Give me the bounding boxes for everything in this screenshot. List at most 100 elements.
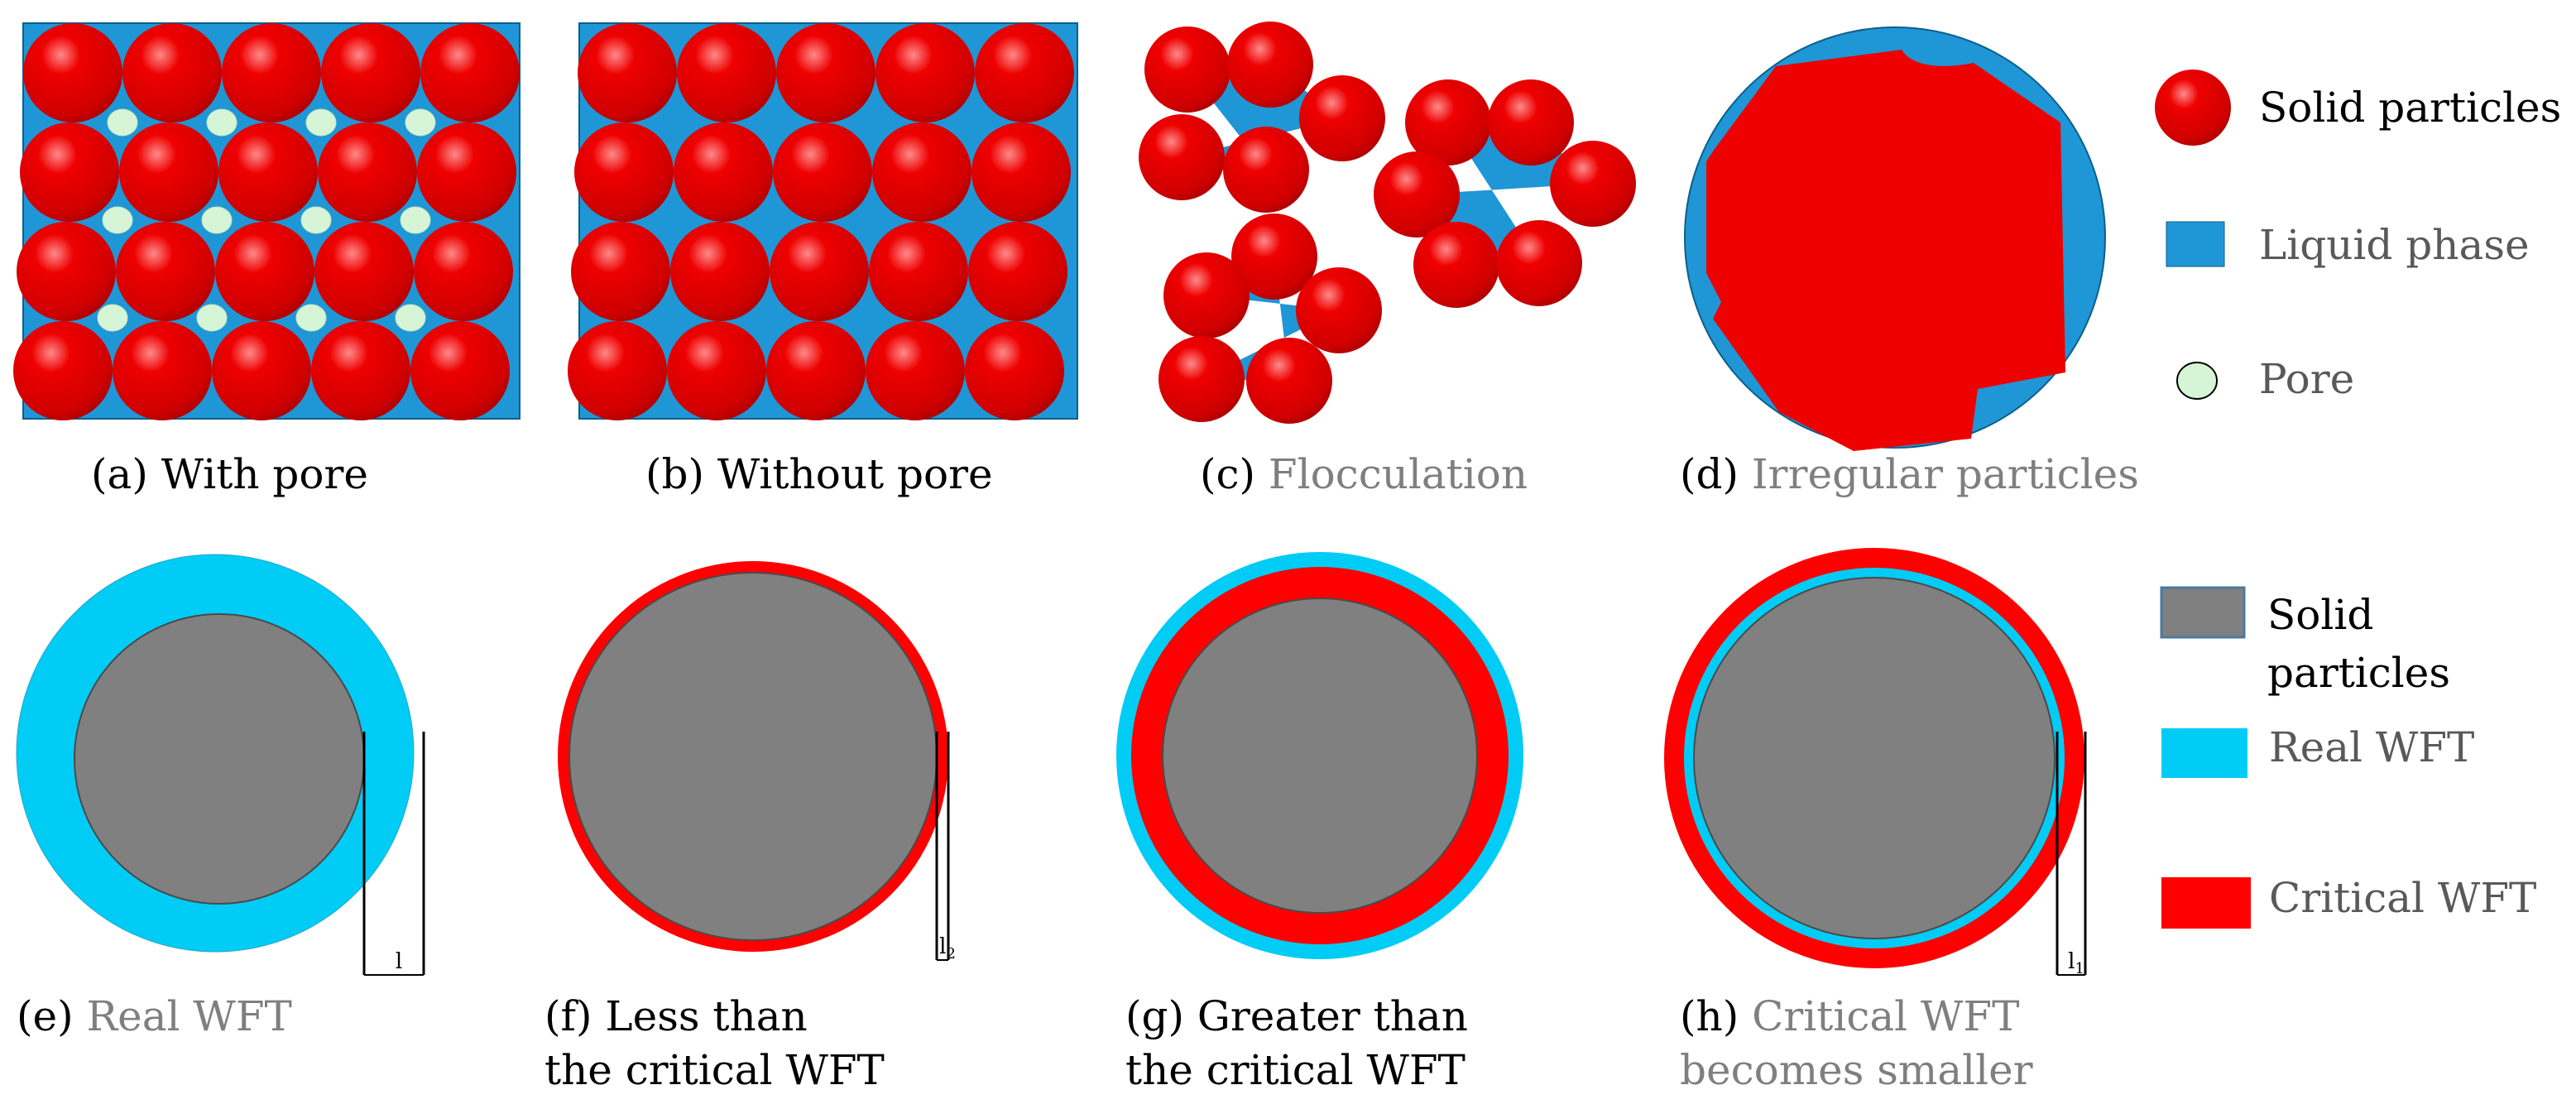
solid-particle-a xyxy=(222,23,321,122)
floc-particle xyxy=(1227,22,1313,108)
floc-particle xyxy=(1296,267,1382,353)
legend-label: Solid xyxy=(2267,591,2373,639)
solid-particle-b xyxy=(975,23,1074,122)
thickness-symbol: l xyxy=(2068,949,2075,974)
panel-caption: Real WFT xyxy=(87,992,292,1040)
solid-particle-b xyxy=(965,321,1064,420)
panel-caption-line2: the critical WFT xyxy=(544,1046,885,1094)
solid-particle-b xyxy=(674,122,773,222)
thickness-label: l1 xyxy=(2068,949,2084,977)
thickness-symbol: l xyxy=(396,949,402,974)
legend-label: Solid particles xyxy=(2259,84,2561,132)
legend-label: Critical WFT xyxy=(2269,874,2536,922)
solid-particle-a xyxy=(20,122,119,222)
legend-item: Real WFT xyxy=(2269,723,2474,771)
solid-particle-b xyxy=(869,222,968,321)
caption-d: (d) Irregular particles xyxy=(1680,450,2139,498)
floc-particle xyxy=(1299,75,1385,161)
thickness-subscript: 1 xyxy=(2075,960,2084,977)
panel-label: (f) xyxy=(544,992,605,1040)
thickness-label: l xyxy=(396,949,402,974)
solid-particle-b xyxy=(776,23,875,122)
legend-pore-icon xyxy=(2176,362,2218,400)
panel-label: (d) xyxy=(1680,450,1752,498)
panel-caption: Less than xyxy=(605,992,807,1040)
irregular-particle xyxy=(1706,50,2065,451)
solid-particle-a xyxy=(122,23,222,122)
floc-particle xyxy=(1139,114,1225,200)
solid-particle-a xyxy=(314,222,414,321)
solid-particle-b xyxy=(770,222,869,321)
floc-particle xyxy=(1550,141,1636,227)
solid-core-e xyxy=(74,613,365,905)
floc-particle xyxy=(1144,26,1230,113)
floc-particle xyxy=(1496,220,1582,306)
solid-particle-a xyxy=(410,321,510,420)
solid-particle-b xyxy=(766,321,866,420)
pore xyxy=(196,304,228,332)
floc-particle xyxy=(1488,79,1574,166)
pore xyxy=(206,108,237,137)
solid-particle-b xyxy=(568,321,667,420)
solid-particle-a xyxy=(218,122,318,222)
caption-g: (g) Greater than xyxy=(1125,992,1468,1040)
solid-particle-b xyxy=(571,222,670,321)
legend-item: Critical WFT xyxy=(2269,874,2536,922)
caption-e: (e) Real WFT xyxy=(17,992,292,1040)
caption-f-line2: the critical WFT xyxy=(544,1046,885,1094)
legend-label: Liquid phase xyxy=(2259,221,2530,269)
pore xyxy=(107,108,138,137)
solid-particle-a xyxy=(215,222,314,321)
panel-caption: Flocculation xyxy=(1269,450,1528,498)
pore xyxy=(102,206,133,234)
panel-label: (h) xyxy=(1680,992,1752,1040)
pore xyxy=(400,206,431,234)
solid-particle-a xyxy=(119,122,218,222)
floc-particle xyxy=(1374,151,1460,238)
solid-particle-a xyxy=(420,23,520,122)
solid-particle-b xyxy=(968,222,1067,321)
solid-particle-a xyxy=(116,222,215,321)
pore xyxy=(405,108,436,137)
solid-particle-b xyxy=(971,122,1071,222)
pore xyxy=(395,304,426,332)
solid-particle-b xyxy=(667,321,766,420)
panel-caption: Critical WFT xyxy=(1752,992,2019,1040)
pore xyxy=(97,304,128,332)
solid-particle-b xyxy=(872,122,971,222)
panel-caption-line2: becomes smaller xyxy=(1680,1046,2033,1094)
solid-particle-a xyxy=(212,321,311,420)
panel-caption: With pore xyxy=(161,450,368,498)
caption-c: (c) Flocculation xyxy=(1200,450,1528,498)
floc-particle xyxy=(1405,79,1491,166)
legend-item: Solid particles xyxy=(2259,84,2561,132)
pore xyxy=(305,108,337,137)
solid-particle-a xyxy=(311,321,410,420)
floc-particle xyxy=(1246,338,1332,424)
panel-caption: Greater than xyxy=(1197,992,1468,1040)
solid-particle-b xyxy=(866,321,965,420)
panel-caption: Without pore xyxy=(717,450,993,498)
floc-particle xyxy=(1163,252,1250,338)
solid-core-f xyxy=(568,572,938,941)
legend-item: Solid xyxy=(2267,591,2373,639)
floc-particle xyxy=(1223,127,1309,213)
panel-label: (g) xyxy=(1125,992,1197,1040)
solid-particle-b xyxy=(677,23,776,122)
legend-item: Pore xyxy=(2259,355,2354,403)
panel-label: (b) xyxy=(645,450,717,498)
pore xyxy=(295,304,327,332)
thickness-dimension-f: l2 xyxy=(935,732,956,963)
legend-solid-particle-icon xyxy=(2155,70,2231,146)
solid-particle-a xyxy=(23,23,122,122)
solid-particle-b xyxy=(574,122,674,222)
legend-liquid-phase-icon xyxy=(2166,221,2225,267)
caption-a: (a) With pore xyxy=(91,450,368,498)
caption-f: (f) Less than xyxy=(544,992,808,1040)
pore xyxy=(201,206,233,234)
solid-particle-b xyxy=(773,122,872,222)
thickness-dimension-h: l1 xyxy=(2056,732,2087,977)
thickness-subscript: 2 xyxy=(946,945,955,963)
solid-particle-a xyxy=(321,23,420,122)
